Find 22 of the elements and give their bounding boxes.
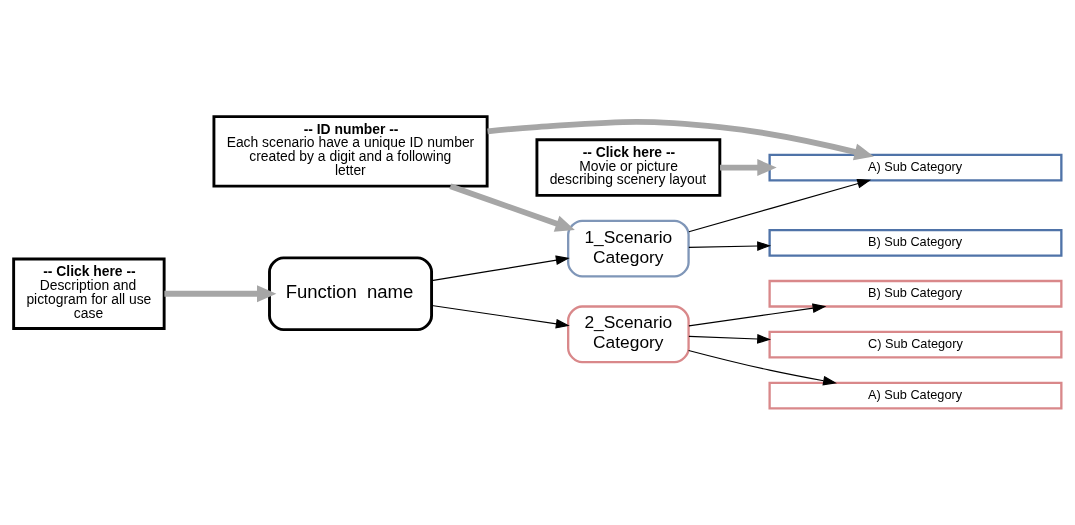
arrow bbox=[720, 159, 777, 177]
arrow bbox=[487, 119, 874, 161]
arrow bbox=[449, 183, 575, 232]
arrow bbox=[688, 303, 827, 327]
arrow bbox=[164, 285, 277, 303]
node-box: -- Click here -- Description and pictogram for all use case bbox=[12, 257, 166, 330]
arrow bbox=[688, 334, 772, 344]
node-box: A) Sub Category bbox=[768, 153, 1063, 182]
node-box: -- ID number -- Each scenario have a unique ID number created by a digit and a following letter bbox=[212, 115, 489, 188]
node-box: 1_Scenario Category bbox=[567, 219, 690, 278]
arrow bbox=[688, 349, 837, 386]
node-box: B) Sub Category bbox=[768, 228, 1063, 257]
arrow bbox=[688, 178, 872, 233]
arrow bbox=[688, 241, 772, 251]
node-box: B) Sub Category bbox=[768, 279, 1063, 308]
node-box: C) Sub Category bbox=[768, 330, 1063, 359]
node-box: Function name bbox=[268, 256, 433, 332]
arrow bbox=[431, 304, 570, 329]
arrow bbox=[431, 255, 570, 282]
node-box: A) Sub Category bbox=[768, 381, 1063, 410]
node-box: -- Click here -- Movie or picture describing scenery layout bbox=[535, 138, 722, 197]
node-box: 2_Scenario Category bbox=[567, 305, 690, 364]
